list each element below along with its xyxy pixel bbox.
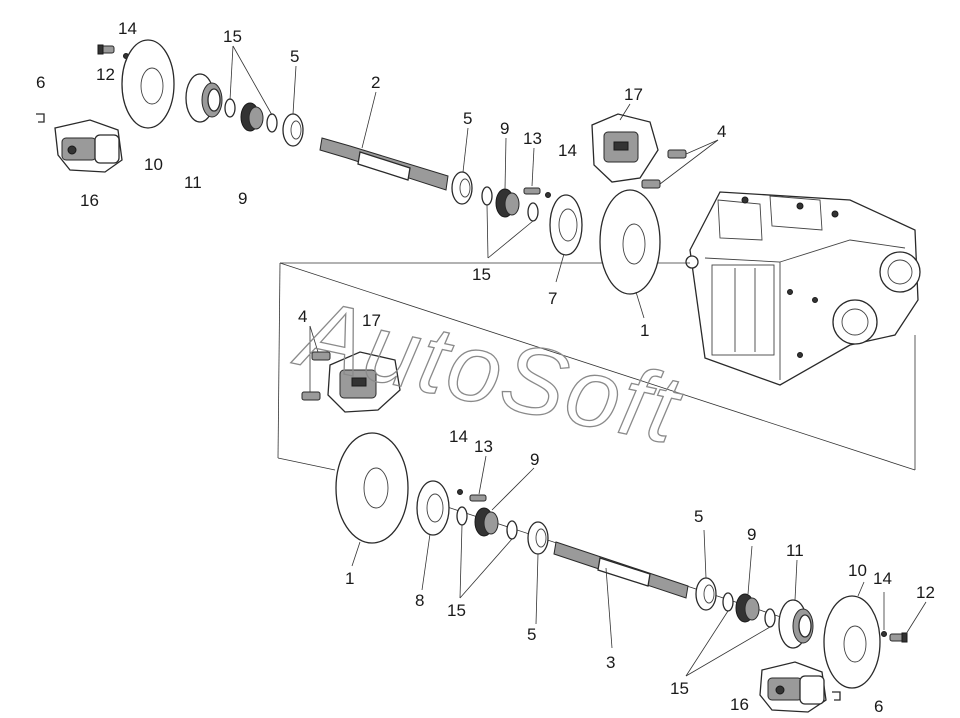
seal-15-u1: [224, 98, 236, 118]
callout-5: 5: [527, 625, 536, 644]
callout-13: 13: [523, 129, 542, 148]
callout-14: 14: [449, 427, 468, 446]
callout-4: 4: [298, 307, 307, 326]
callout-15: 15: [447, 601, 466, 620]
callout-labels: 14 12 6 15 5 2 17 4 10 11 9 16 5 9 13 14…: [36, 19, 935, 716]
seal-15-l4: [764, 608, 776, 628]
callout-10: 10: [144, 155, 163, 174]
callout-15: 15: [223, 27, 242, 46]
seal-15-l1: [456, 506, 468, 526]
flange-7: [549, 194, 583, 256]
gearbox-housing: [685, 191, 921, 386]
brake-disc-10-lower: [823, 595, 881, 689]
bolt-4-u1: [667, 149, 687, 159]
washer-14-lower-right: [881, 631, 887, 637]
callout-9: 9: [530, 450, 539, 469]
seal-5-lower: [527, 521, 549, 555]
bolt-13-upper: [523, 187, 541, 195]
leader-lines: [229, 45, 927, 677]
washer-14-lower: [457, 489, 463, 495]
caliper-16-lower: [759, 661, 827, 713]
clip-6-upper: [36, 113, 45, 123]
axle-shaft-2: [319, 137, 449, 191]
seal-15-u3: [481, 186, 493, 206]
flange-8: [416, 480, 450, 536]
callout-16: 16: [730, 695, 749, 714]
seal-15-l2: [506, 520, 518, 540]
callout-9: 9: [238, 189, 247, 208]
bearing-9-lower-right: [735, 593, 760, 623]
callout-15: 15: [472, 265, 491, 284]
callout-5: 5: [290, 47, 299, 66]
bolt-4-l1: [311, 351, 331, 361]
callout-11: 11: [184, 173, 202, 192]
callout-11: 11: [786, 541, 804, 560]
bolt-4-l2: [301, 391, 321, 401]
callout-4: 4: [717, 122, 726, 141]
bolt-12-lower: [889, 632, 908, 643]
seal-5-upper: [282, 113, 304, 147]
callout-1: 1: [640, 321, 649, 340]
bolt-12-upper: [97, 44, 129, 59]
brake-disc-10-upper: [121, 39, 175, 129]
callout-14: 14: [558, 141, 577, 160]
bearing-9-mid: [495, 188, 520, 218]
caliper-17-upper: [591, 113, 659, 183]
callout-12: 12: [916, 583, 935, 602]
caliper-16-upper: [54, 119, 123, 173]
callout-8: 8: [415, 591, 424, 610]
callout-6: 6: [36, 73, 45, 92]
callout-10: 10: [848, 561, 867, 580]
bearing-9-lower: [474, 507, 499, 537]
callout-17: 17: [624, 85, 643, 104]
callout-13: 13: [474, 437, 493, 456]
clip-6-lower: [832, 691, 841, 701]
seal-5-mid: [451, 171, 473, 205]
callout-5: 5: [694, 507, 703, 526]
washer-14-upper: [545, 192, 551, 198]
callout-14: 14: [873, 569, 892, 588]
seal-15-u4: [527, 202, 539, 222]
brake-disc-1-upper: [599, 189, 661, 295]
caliper-17-lower: [327, 351, 401, 413]
callout-1: 1: [345, 569, 354, 588]
seal-15-l3: [722, 592, 734, 612]
bolt-4-u2: [641, 179, 661, 189]
seal-5-lower-right: [695, 577, 717, 611]
callout-2: 2: [371, 73, 380, 92]
callout-6: 6: [874, 697, 883, 716]
bearing-9-upper: [240, 102, 264, 132]
brake-disc-1-lower: [335, 432, 409, 544]
callout-15: 15: [670, 679, 689, 698]
callout-9: 9: [747, 525, 756, 544]
axle-shaft-3: [553, 541, 689, 599]
callout-3: 3: [606, 653, 615, 672]
callout-17: 17: [362, 311, 381, 330]
bolt-13-lower: [469, 494, 487, 502]
callout-16: 16: [80, 191, 99, 210]
seal-15-u2: [266, 113, 278, 133]
hub-11-upper: [185, 73, 223, 123]
hub-11-lower: [778, 599, 814, 649]
callout-5: 5: [463, 109, 472, 128]
callout-9: 9: [500, 119, 509, 138]
callout-14: 14: [118, 19, 137, 38]
callout-7: 7: [548, 289, 557, 308]
callout-12: 12: [96, 65, 115, 84]
